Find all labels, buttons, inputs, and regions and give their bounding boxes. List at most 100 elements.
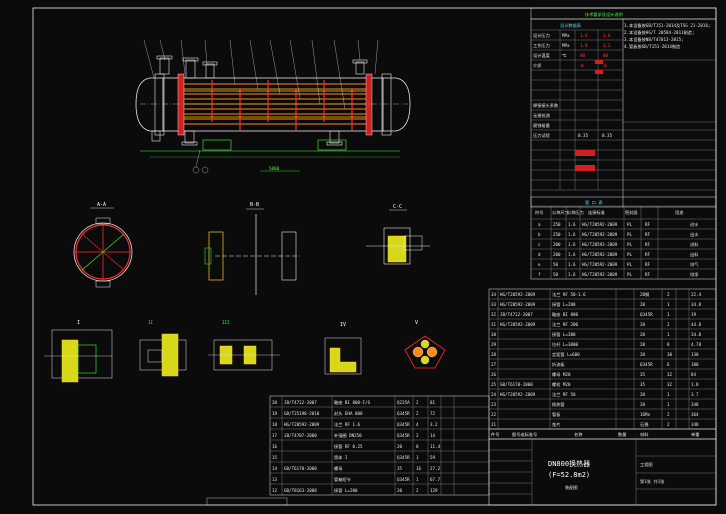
svg-text:1.6: 1.6	[568, 232, 576, 237]
nozzle-row: a 250 1.6 HG/T20592-2009 PL RF 进水	[538, 221, 699, 228]
svg-text:HG/T20592-2009: HG/T20592-2009	[500, 392, 536, 397]
svg-text:8: 8	[667, 342, 670, 347]
svg-text:20: 20	[640, 302, 646, 307]
detail-v-view: V	[404, 320, 446, 369]
svg-text:1.6: 1.6	[568, 242, 576, 247]
svg-text:HG/T20592-2009: HG/T20592-2009	[582, 272, 618, 277]
svg-text:RF: RF	[645, 262, 651, 267]
svg-text:8: 8	[416, 444, 419, 449]
design-row-3-tube: 80	[603, 53, 609, 58]
svg-text:进料: 进料	[690, 241, 699, 248]
svg-text:84: 84	[691, 372, 697, 377]
svg-text:20钢: 20钢	[640, 291, 649, 298]
sheet-info: 第1张 共1张	[640, 478, 665, 485]
svg-text:1: 1	[667, 402, 670, 407]
svg-text:250: 250	[553, 232, 561, 237]
svg-text:RF: RF	[645, 272, 651, 277]
svg-text:a: a	[538, 222, 541, 227]
main-exchanger-view: 5000	[135, 39, 411, 174]
svg-text:30: 30	[667, 352, 673, 357]
nozzle-header-sym: 符号	[535, 209, 543, 216]
svg-text:14: 14	[272, 466, 278, 471]
svg-text:RF: RF	[645, 252, 651, 257]
tech-req-line-4: 4.管板按GB/T151-2014制造	[624, 43, 681, 50]
nozzle-row: b 250 1.6 HG/T20592-2009 PL RF 出水	[538, 231, 699, 238]
svg-text:c: c	[538, 242, 541, 247]
svg-text:2: 2	[667, 412, 670, 417]
svg-text:石棉: 石棉	[640, 421, 648, 428]
bom-header-no: 件号	[491, 431, 499, 438]
tech-req-line-1: 1.本设备按GB/T151-2014及TSG 21-2016;	[624, 22, 711, 29]
svg-text:59: 59	[430, 455, 436, 460]
svg-text:接管 L=200: 接管 L=200	[334, 487, 358, 494]
design-row-1-shell: 1.6	[580, 33, 588, 38]
svg-text:50: 50	[553, 272, 559, 277]
svg-text:JB/T4707-2000: JB/T4707-2000	[284, 433, 317, 438]
svg-text:35: 35	[397, 466, 403, 471]
design-row-4-label: 介质	[533, 62, 541, 69]
nozzle-header-face: 密封面	[625, 209, 638, 216]
svg-text:15: 15	[272, 455, 278, 460]
notes-title: 技术要求及设计说明	[585, 11, 623, 18]
svg-text:Q345R: Q345R	[397, 411, 410, 416]
svg-text:GB/T6170-2000: GB/T6170-2000	[284, 466, 317, 471]
svg-text:1: 1	[416, 455, 419, 460]
svg-text:19: 19	[691, 312, 697, 317]
svg-text:34.8: 34.8	[691, 302, 702, 307]
svg-text:34: 34	[491, 292, 497, 297]
svg-text:30: 30	[491, 332, 497, 337]
svg-text:法兰 RF 50: 法兰 RF 50	[552, 391, 576, 398]
svg-text:67.7: 67.7	[430, 477, 441, 482]
svg-text:2: 2	[667, 422, 670, 427]
svg-text:PL: PL	[627, 262, 633, 267]
svg-text:27.2: 27.2	[430, 466, 441, 471]
svg-text:排气: 排气	[690, 261, 699, 268]
svg-text:364: 364	[691, 412, 699, 417]
bom-header-qty: 数量	[618, 431, 626, 438]
svg-text:200: 200	[553, 242, 561, 247]
svg-text:6: 6	[667, 362, 670, 367]
svg-text:35: 35	[640, 382, 646, 387]
svg-text:HG/T20592-2009: HG/T20592-2009	[582, 242, 618, 247]
svg-text:28: 28	[491, 352, 497, 357]
svg-text:27: 27	[491, 362, 497, 367]
svg-text:31: 31	[491, 322, 497, 327]
svg-text:20: 20	[397, 488, 403, 493]
svg-text:81: 81	[430, 400, 436, 405]
svg-text:法兰 RF 200: 法兰 RF 200	[552, 321, 579, 328]
svg-text:拉杆 L=3000: 拉杆 L=3000	[552, 341, 579, 348]
svg-text:20: 20	[640, 402, 646, 407]
svg-text:HG/T20592-2009: HG/T20592-2009	[500, 292, 536, 297]
svg-text:HG/T20592-2009: HG/T20592-2009	[582, 222, 618, 227]
nozzle-row: c 200 1.6 HG/T20592-2009 PL RF 进料	[538, 241, 699, 248]
svg-text:20: 20	[640, 392, 646, 397]
svg-text:17: 17	[272, 433, 278, 438]
title-block: DN800换热器 (F=52.8m2) 装配图 工程图 第1张 共1张	[488, 438, 717, 506]
nozzle-table-title: 管 口 表	[585, 199, 603, 206]
svg-text:出料: 出料	[690, 251, 699, 258]
svg-text:20: 20	[272, 400, 278, 405]
inspection-label-3: 腐蚀裕量	[533, 122, 550, 129]
svg-text:接管 L=200: 接管 L=200	[552, 301, 576, 308]
svg-text:34.8: 34.8	[691, 332, 702, 337]
tech-req-line-2: 2.本设备按HG/T 20584-2011制造;	[624, 29, 695, 36]
drawing-type: 工程图	[640, 461, 653, 468]
section-c-c-view: C-C	[366, 204, 430, 265]
svg-text:20: 20	[640, 322, 646, 327]
svg-text:32: 32	[667, 372, 673, 377]
tech-req-line-3: 3.本设备按NB/T47013-2015;	[624, 36, 684, 43]
equipment-name: DN800换热器	[548, 459, 590, 468]
svg-text:1.6: 1.6	[568, 222, 576, 227]
svg-text:接管 RF 0.25: 接管 RF 0.25	[334, 443, 363, 450]
svg-text:23: 23	[491, 402, 497, 407]
svg-text:Q345R: Q345R	[640, 312, 653, 317]
